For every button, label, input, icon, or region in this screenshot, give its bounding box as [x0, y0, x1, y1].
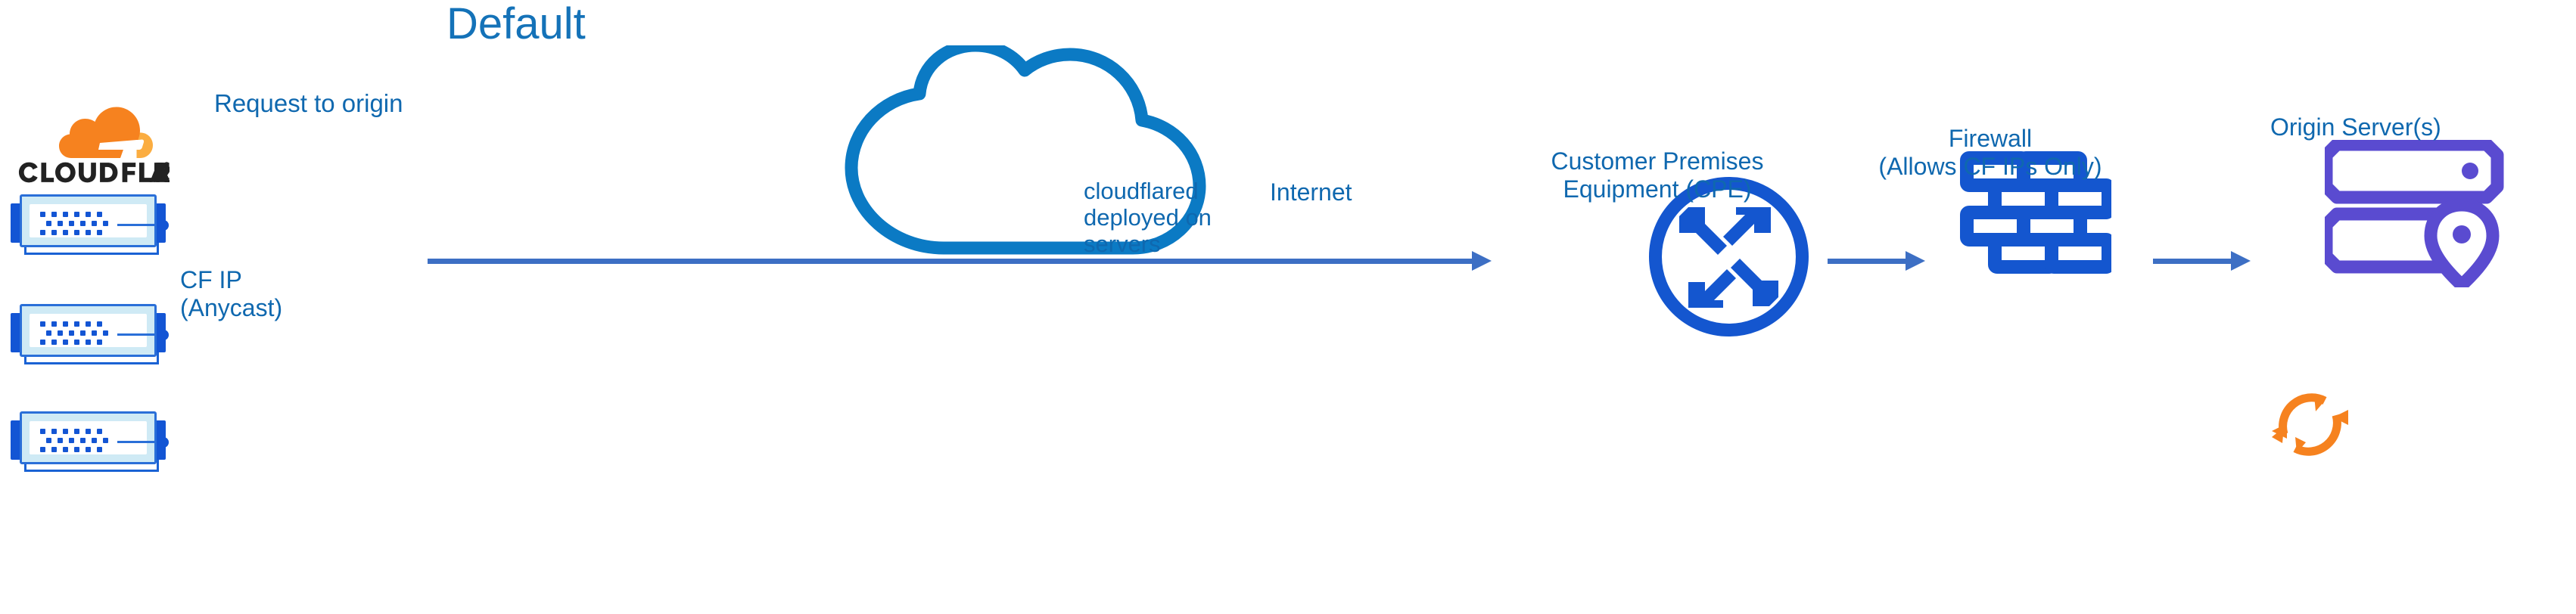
cloudflare-edge-server-3 — [11, 410, 169, 476]
port-dot — [97, 321, 102, 327]
server-rack-location-pin-icon — [2319, 138, 2514, 292]
internet-label: Internet — [1270, 178, 1352, 206]
port-dot — [40, 340, 45, 345]
port-dot — [74, 447, 79, 452]
registered-mark: R — [166, 163, 168, 166]
internet-node: Internet — [823, 39, 1352, 272]
status-line — [117, 224, 155, 226]
port-dot — [68, 330, 74, 336]
status-line — [117, 333, 155, 336]
port-dot — [86, 447, 91, 452]
port-dot — [79, 438, 86, 443]
cloudflare-edge-server-2 — [11, 302, 169, 369]
port-dot — [68, 221, 74, 226]
port-dot — [74, 429, 79, 434]
port-dot — [51, 212, 57, 217]
port-dot — [51, 447, 57, 452]
cloudflared-annotation-label: cloudflared deployed on servers — [1084, 178, 1212, 257]
port-dot — [86, 321, 91, 327]
port-dot — [40, 212, 45, 217]
port-dot — [91, 438, 97, 443]
chassis — [20, 304, 169, 357]
port-dot — [74, 321, 79, 327]
cf-ip-anycast-label: CF IP (Anycast) — [180, 266, 283, 321]
port-dot — [57, 221, 63, 226]
port-dot — [40, 321, 45, 327]
firewall-to-origin-arrowhead — [2231, 251, 2251, 271]
cpe-to-firewall-line — [1828, 259, 1907, 264]
status-led — [158, 437, 169, 448]
origin-server-label: Origin Server(s) — [2270, 113, 2441, 141]
port-dot — [86, 212, 91, 217]
port-dot — [63, 321, 68, 327]
port-dot — [68, 438, 74, 443]
port-dot — [86, 340, 91, 345]
request-to-origin-line — [428, 259, 1476, 264]
cloud-icon — [845, 39, 1206, 255]
port-dot — [74, 212, 79, 217]
port-dot — [51, 230, 57, 235]
firewall-label: Firewall (Allows CF IPs Only) — [1878, 125, 2102, 180]
cloudflare-edge-server-1 — [11, 193, 169, 259]
port-dot — [51, 429, 57, 434]
port-dot — [45, 221, 51, 226]
port-dot — [79, 330, 86, 336]
port-dot — [40, 230, 45, 235]
cloudflare-cloud-mark — [59, 107, 153, 158]
chassis — [20, 194, 169, 247]
port-grid — [40, 321, 110, 347]
chassis — [20, 411, 169, 464]
faceplate — [30, 204, 169, 237]
port-dot — [63, 230, 68, 235]
port-dot — [57, 438, 63, 443]
cloudflare-wordmark: R — [18, 162, 170, 183]
page-title: Default — [446, 0, 586, 48]
port-dot — [97, 340, 102, 345]
status-line — [117, 441, 155, 443]
port-dot — [63, 212, 68, 217]
cpe-label: Customer Premises Equipment (CPE) — [1551, 147, 1764, 203]
status-led — [158, 220, 169, 231]
port-dot — [51, 340, 57, 345]
port-dot — [63, 447, 68, 452]
port-dot — [40, 447, 45, 452]
port-dot — [63, 340, 68, 345]
port-grid — [40, 212, 110, 237]
port-dot — [63, 429, 68, 434]
sync-arrows-icon — [2270, 384, 2350, 467]
faceplate — [30, 421, 169, 454]
port-dot — [45, 438, 51, 443]
firewall-to-origin-line — [2153, 259, 2232, 264]
port-dot — [97, 230, 102, 235]
port-dot — [86, 230, 91, 235]
port-dot — [51, 321, 57, 327]
port-dot — [57, 330, 63, 336]
port-dot — [102, 330, 108, 336]
brick-wall-icon — [1960, 151, 2115, 291]
port-dot — [91, 330, 97, 336]
cloudflare-logo: R — [15, 106, 174, 197]
router-four-arrows-icon — [1647, 175, 1810, 342]
port-dot — [91, 221, 97, 226]
port-dot — [97, 429, 102, 434]
port-dot — [97, 212, 102, 217]
port-dot — [102, 438, 108, 443]
cpe-to-firewall-arrowhead — [1906, 251, 1925, 271]
request-to-origin-arrowhead — [1472, 251, 1492, 271]
port-dot — [97, 447, 102, 452]
port-dot — [79, 221, 86, 226]
faceplate — [30, 314, 169, 347]
port-dot — [40, 429, 45, 434]
status-led — [158, 330, 169, 340]
port-dot — [74, 340, 79, 345]
port-dot — [102, 221, 108, 226]
port-dot — [86, 429, 91, 434]
port-dot — [45, 330, 51, 336]
request-to-origin-label: Request to origin — [214, 89, 403, 117]
port-grid — [40, 429, 110, 454]
port-dot — [74, 230, 79, 235]
